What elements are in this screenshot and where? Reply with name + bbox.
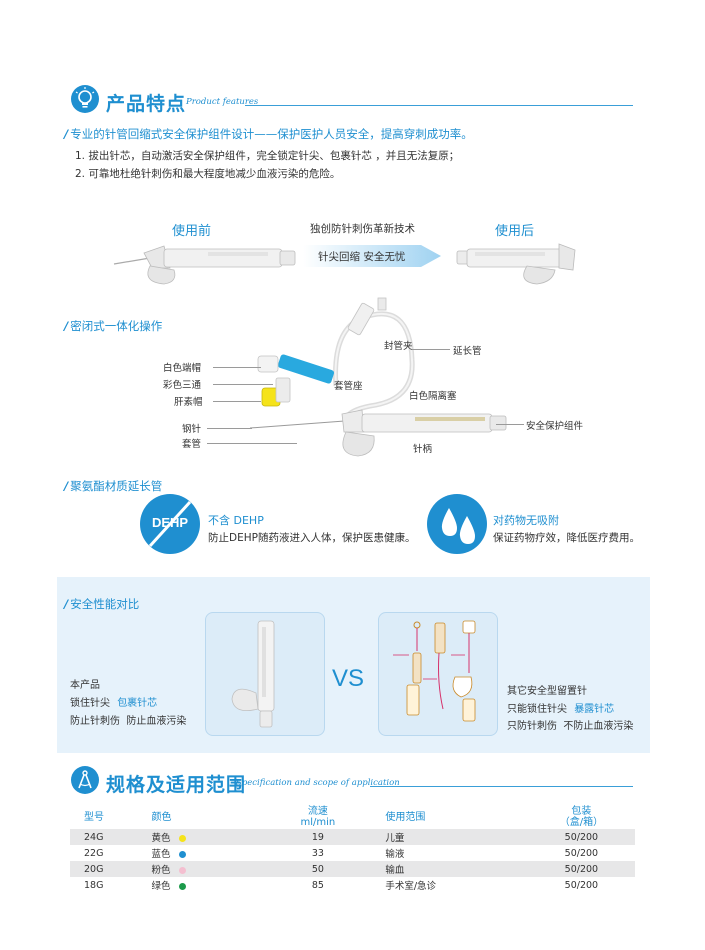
table-row: 24G 黄色 19 儿童 50/200 [70,829,635,845]
product-image [231,620,275,728]
table-row: 20G 粉色 50 输血 50/200 [70,861,635,877]
table-row: 18G 绿色 85 手术室/急诊 50/200 [70,877,635,893]
label-extension-tube: 延长管 [453,346,482,357]
divider [245,105,633,106]
leader-line [207,443,297,444]
divider [370,786,633,787]
feature-point-2: 2. 可靠地杜绝针刺伤和最大程度地减少血液污染的危险。 [75,168,341,180]
label-steel-needle: 钢针 [182,424,202,435]
spec-table: 型号 颜色 流速 ml/min 使用范围 包装 （盒/箱） 24G 黄色 19 … [70,805,635,893]
leader-line [213,401,261,402]
center-arrow-text: 针尖回缩 安全无忧 [318,251,406,263]
spec-title: 规格及适用范围 [106,774,247,796]
ours-line2: 防止针刺伤 防止血液污染 [70,716,187,727]
device-before-image [113,245,296,285]
features-headline: /专业的针管回缩式安全保护组件设计——保护医护人员安全，提高穿刺成功率。 [64,127,473,141]
spec-title-en: Specification and scope of application [236,778,400,788]
label-cannula: 套管 [182,439,202,450]
dehp-desc: 防止DEHP随药液进入人体，保护医患健康。 [208,532,416,544]
color-dot [178,883,186,890]
leader-line [213,384,273,385]
compass-icon [71,766,99,794]
leader-line [412,349,450,350]
device-after-image [456,243,576,285]
drug-title: 对药物无吸附 [493,514,559,527]
vs-text: VS [332,665,365,692]
other-title: 其它安全型留置针 [507,686,587,697]
leader-line [207,428,252,429]
label-clamp: 封管夹 [384,341,413,352]
leader-line [213,367,261,368]
product-image-card [205,612,325,736]
comparison-heading: /安全性能对比 [64,597,140,611]
closed-system-diagram [250,297,507,457]
col-pack: 包装 （盒/箱） [559,806,604,828]
dehp-title: 不含 DEHP [208,514,264,527]
label-safety-component: 安全保护组件 [526,421,584,432]
leader-line [496,424,524,425]
table-row: 22G 蓝色 33 输液 50/200 [70,845,635,861]
col-color: 颜色 [151,811,172,823]
before-label: 使用前 [172,224,212,239]
label-white-cap: 白色端帽 [163,363,202,374]
features-title-en: Product features [186,97,259,107]
color-dot [178,851,186,858]
ours-line1: 锁住针尖 包裹针芯 [70,698,158,709]
other-line1: 只能锁住针尖 暴露针芯 [507,704,615,715]
drug-desc: 保证药物疗效，降低医疗费用。 [493,532,640,544]
color-dot [178,835,186,842]
col-model: 型号 [84,811,104,823]
col-use: 使用范围 [385,811,426,823]
lightbulb-icon [71,85,99,113]
arrow-banner [303,245,441,267]
comparison-panel [57,577,650,753]
center-title: 独创防针刺伤革新技术 [310,223,415,235]
other-product-image [393,620,476,722]
material-heading: /聚氨酯材质延长管 [64,479,163,493]
spec-header: 规格及适用范围 Specification and scope of appli… [70,765,635,796]
spec-table-body: 24G 黄色 19 儿童 50/200 22G 蓝色 33 输液 50/200 … [70,829,635,893]
closed-heading: /密闭式一体化操作 [64,319,163,333]
col-flow: 流速 ml/min [300,806,336,828]
water-drops-icon [427,494,487,554]
other-line2: 只防针刺伤 不防止血液污染 [507,721,634,732]
label-hub: 套管座 [334,381,363,392]
ours-title: 本产品 [70,680,100,691]
features-header: 产品特点 Product features [70,84,635,115]
label-colored-tee: 彩色三通 [163,380,202,391]
no-dehp-icon: DEHP [140,494,200,554]
label-heparin-cap: 肝素帽 [174,397,203,408]
color-dot [178,867,186,874]
after-label: 使用后 [495,224,535,239]
feature-point-1: 1. 拔出针芯，自动激活安全保护组件，完全锁定针尖、包裹针芯 ，并且无法复原； [75,150,460,162]
spec-table-wrap: 型号 颜色 流速 ml/min 使用范围 包装 （盒/箱） 24G 黄色 19 … [70,805,635,893]
other-image-card [378,612,498,736]
label-white-septum: 白色隔离塞 [409,391,457,402]
strike-icon [148,500,192,548]
features-title: 产品特点 [106,93,187,115]
label-needle-handle: 针柄 [413,444,433,455]
table-header-row: 型号 颜色 流速 ml/min 使用范围 包装 （盒/箱） [70,805,635,829]
